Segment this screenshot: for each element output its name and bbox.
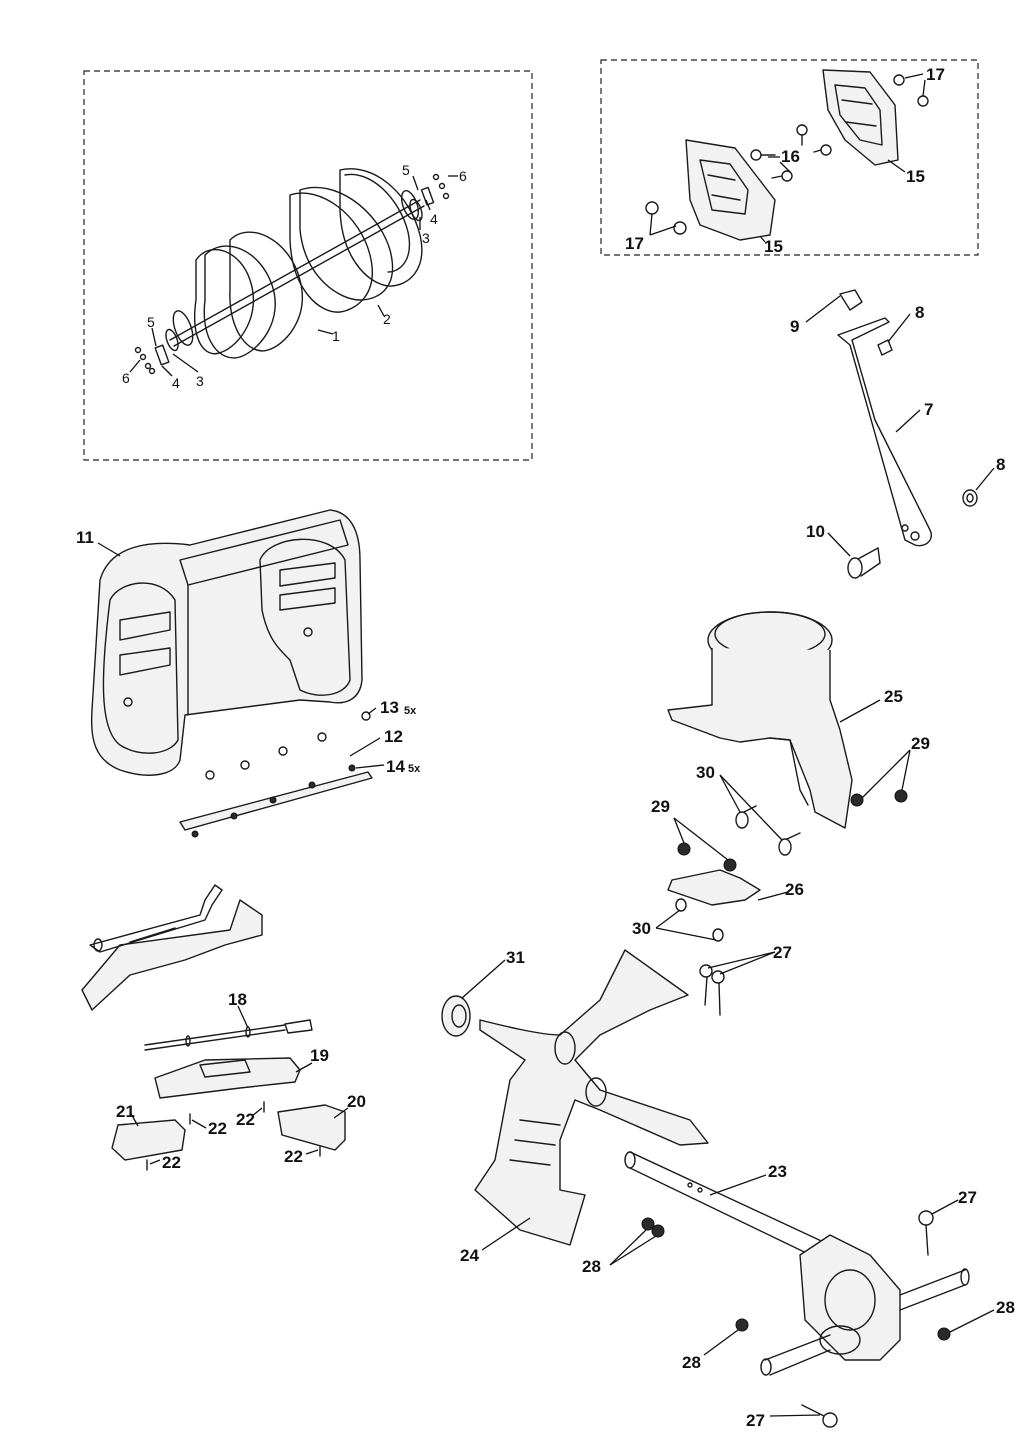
auger-group-boundary	[83, 70, 533, 461]
callout-6-left: 6	[122, 370, 130, 386]
skid-shoe-rear	[822, 69, 899, 166]
callout-31: 31	[506, 948, 525, 967]
callout-2: 2	[383, 311, 391, 327]
callout-30-bottom: 30	[632, 919, 651, 938]
callout-4-left: 4	[172, 375, 180, 391]
callout-22-a: 22	[208, 1119, 227, 1138]
callout-23: 23	[768, 1162, 787, 1181]
callout-8-right: 8	[996, 455, 1005, 474]
callout-22-b: 22	[236, 1110, 255, 1129]
callout-3-right: 3	[422, 230, 430, 246]
handle-group: 18 19 20 21 22 22 22 22	[81, 884, 366, 1172]
chute-bolts	[675, 805, 801, 942]
callout-30-top: 30	[696, 763, 715, 782]
handle-bar	[144, 1019, 313, 1051]
crank-rod-group: 9 8 7 8 10	[790, 289, 1005, 579]
crank-washer	[962, 489, 978, 507]
callout-26: 26	[785, 880, 804, 899]
cover-screws	[146, 1101, 321, 1171]
crank-rod	[837, 317, 932, 547]
right-cover	[277, 1104, 346, 1151]
callout-5-right: 5	[402, 162, 410, 178]
callout-1: 1	[332, 328, 340, 344]
callout-14: 14	[386, 757, 405, 776]
bearing	[441, 995, 471, 1037]
callout-17-front: 17	[625, 234, 644, 253]
crank-pin	[839, 289, 863, 311]
callout-15-rear: 15	[906, 167, 925, 186]
gearbox-nuts	[641, 1217, 951, 1341]
callout-16: 16	[781, 147, 800, 166]
handle-overview	[81, 884, 263, 1011]
callout-14-quantity: 5x	[408, 763, 421, 775]
callout-28-left: 28	[582, 1257, 601, 1276]
callout-15-front: 15	[764, 237, 783, 256]
callout-6-right: 6	[459, 168, 467, 184]
chute-nuts	[677, 789, 908, 872]
callout-25: 25	[884, 687, 903, 706]
skid-shoe-group-boundary	[600, 59, 979, 256]
callout-28-bottom: 28	[682, 1353, 701, 1372]
carriage-bolts	[750, 124, 832, 182]
callout-21: 21	[116, 1102, 135, 1121]
callout-22-d: 22	[284, 1147, 303, 1166]
callout-12: 12	[384, 727, 403, 746]
auger-shaft	[624, 1151, 831, 1263]
callout-27-top: 27	[773, 943, 792, 962]
chute-housing	[667, 611, 853, 829]
callout-13: 13	[380, 698, 399, 717]
callout-17-rear: 17	[926, 65, 945, 84]
auger-group: 1 2 3 3 4 4 5 5 6 6	[83, 70, 533, 461]
callout-24: 24	[460, 1246, 479, 1265]
gearbox	[760, 1234, 970, 1376]
callout-22-c: 22	[162, 1153, 181, 1172]
callout-28-right: 28	[996, 1298, 1015, 1317]
callout-9: 9	[790, 317, 799, 336]
callout-13-quantity: 5x	[404, 705, 417, 717]
callout-11: 11	[76, 528, 94, 547]
impeller	[474, 949, 709, 1246]
callout-10: 10	[806, 522, 825, 541]
shear-nuts	[191, 764, 356, 838]
shear-bolts	[205, 711, 371, 780]
impeller-bolts	[699, 964, 934, 1428]
left-cover	[111, 1119, 186, 1161]
callout-4-right: 4	[430, 211, 438, 227]
crank-clip	[877, 339, 893, 356]
callout-29-left: 29	[651, 797, 670, 816]
callout-7: 7	[924, 400, 933, 419]
auger-housing	[90, 509, 363, 776]
callout-18: 18	[228, 990, 247, 1009]
auger-assembly	[134, 168, 450, 375]
deflector-plate	[667, 869, 761, 906]
clevis-pin	[847, 547, 881, 579]
auger-housing-group: 11 13 5x 12 14 5x	[76, 509, 421, 838]
callout-8-top: 8	[915, 303, 924, 322]
callout-27-bottom: 27	[746, 1411, 765, 1430]
callout-5-left: 5	[147, 314, 155, 330]
callout-29-right: 29	[911, 734, 930, 753]
callout-20: 20	[347, 1092, 366, 1111]
callout-19: 19	[310, 1046, 329, 1065]
callout-3-left: 3	[196, 373, 204, 389]
callout-27-right: 27	[958, 1188, 977, 1207]
skid-shoe-front	[685, 139, 776, 241]
drive-group: 25 29 30 29 26 30 27 31 23 27 24 28 28 2…	[441, 611, 1015, 1430]
skid-shoe-group: 15 15 16 17 17	[600, 59, 979, 256]
control-panel	[154, 1057, 301, 1099]
